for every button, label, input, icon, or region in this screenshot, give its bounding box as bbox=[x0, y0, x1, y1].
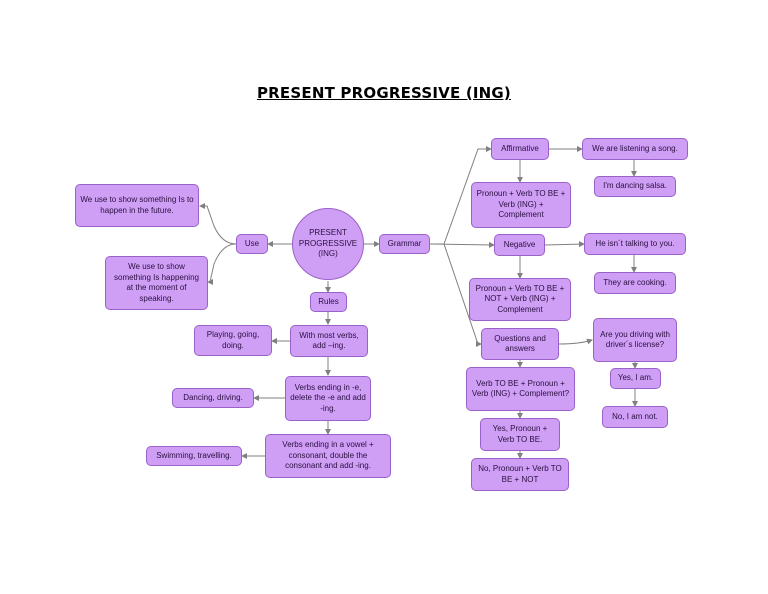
center-topic-node: PRESENT PROGRESSIVE (ING) bbox=[292, 208, 364, 280]
rules-label: Rules bbox=[318, 296, 339, 306]
questions-formula-label: Verb TO BE + Pronoun + Verb (ING) + Comp… bbox=[471, 378, 570, 399]
affirmative-example-1-node: We are listening a song. bbox=[582, 138, 688, 160]
question-yes-label: Yes, I am. bbox=[617, 373, 654, 383]
rule-double-label: Verbs ending in a vowel + consonant, dou… bbox=[282, 440, 374, 471]
edge-negative-ex1 bbox=[544, 241, 585, 248]
answer-yes-node: Yes, Pronoun + Verb TO BE. bbox=[480, 418, 560, 451]
rule-double-node: Verbs ending in a vowel + consonant, dou… bbox=[265, 434, 391, 478]
negative-formula-node: Pronoun + Verb TO BE + NOT + Verb (ING) … bbox=[469, 278, 571, 321]
edge-grammar-questions bbox=[430, 243, 482, 347]
rule-e-example-label: Dancing, driving. bbox=[183, 392, 243, 402]
rule-most-label: With most verbs, add –ing. bbox=[299, 330, 359, 351]
grammar-label: Grammar bbox=[387, 238, 422, 248]
use-future-label: We use to show something Is to happen in… bbox=[80, 195, 194, 215]
edge-use-future bbox=[199, 203, 237, 245]
affirmative-example-1-label: We are listening a song. bbox=[592, 143, 678, 153]
negative-example-2-label: They are cooking. bbox=[603, 277, 667, 287]
use-label: Use bbox=[244, 238, 260, 248]
questions-formula-node: Verb TO BE + Pronoun + Verb (ING) + Comp… bbox=[466, 367, 575, 411]
edge-use-now bbox=[207, 243, 237, 285]
affirmative-node: Affirmative bbox=[491, 138, 549, 160]
negative-label: Negative bbox=[503, 239, 536, 249]
question-yes-node: Yes, I am. bbox=[610, 368, 661, 389]
negative-example-1-node: He isn´t talking to you. bbox=[584, 233, 686, 255]
rule-e-node: Verbs ending in -e, delete the -e and ad… bbox=[285, 376, 371, 421]
rule-most-example-label: Playing, going, doing. bbox=[206, 330, 260, 350]
affirmative-formula-node: Pronoun + Verb TO BE + Verb (ING) + Comp… bbox=[471, 182, 571, 228]
negative-formula-label: Pronoun + Verb TO BE + NOT + Verb (ING) … bbox=[475, 283, 565, 314]
rule-double-example-label: Swimming, travelling. bbox=[156, 450, 232, 460]
question-no-label: No, I am not. bbox=[612, 411, 658, 421]
negative-node: Negative bbox=[494, 234, 545, 256]
rule-e-label: Verbs ending in -e, delete the -e and ad… bbox=[290, 382, 366, 413]
negative-example-1-label: He isn´t talking to you. bbox=[595, 238, 675, 248]
rule-most-example-node: Playing, going, doing. bbox=[194, 325, 272, 356]
affirmative-formula-label: Pronoun + Verb TO BE + Verb (ING) + Comp… bbox=[476, 189, 566, 220]
answer-yes-label: Yes, Pronoun + Verb TO BE. bbox=[492, 424, 548, 444]
grammar-node: Grammar bbox=[379, 234, 430, 254]
use-node: Use bbox=[236, 234, 268, 254]
center-topic-label: PRESENT PROGRESSIVE (ING) bbox=[298, 228, 358, 259]
use-future-node: We use to show something Is to happen in… bbox=[75, 184, 199, 227]
use-now-node: We use to show something Is happening at… bbox=[105, 256, 208, 310]
rule-double-example-node: Swimming, travelling. bbox=[146, 446, 242, 466]
edge-questions-ex bbox=[558, 338, 593, 345]
question-no-node: No, I am not. bbox=[602, 406, 668, 428]
use-now-label: We use to show something Is happening at… bbox=[114, 262, 199, 303]
questions-node: Questions and answers bbox=[481, 328, 559, 360]
negative-example-2-node: They are cooking. bbox=[594, 272, 676, 294]
affirmative-example-2-label: I'm dancing salsa. bbox=[603, 181, 667, 191]
affirmative-label: Affirmative bbox=[501, 143, 539, 153]
diagram-title: PRESENT PROGRESSIVE (ING) bbox=[256, 84, 511, 102]
rule-e-example-node: Dancing, driving. bbox=[172, 388, 254, 408]
answer-no-label: No, Pronoun + Verb TO BE + NOT bbox=[478, 464, 562, 484]
questions-label: Questions and answers bbox=[494, 333, 546, 354]
rule-most-node: With most verbs, add –ing. bbox=[290, 325, 368, 357]
question-example-label: Are you driving with driver´s license? bbox=[600, 329, 670, 350]
answer-no-node: No, Pronoun + Verb TO BE + NOT bbox=[471, 458, 569, 491]
affirmative-example-2-node: I'm dancing salsa. bbox=[594, 176, 676, 197]
question-example-node: Are you driving with driver´s license? bbox=[593, 318, 677, 362]
rules-node: Rules bbox=[310, 292, 347, 312]
